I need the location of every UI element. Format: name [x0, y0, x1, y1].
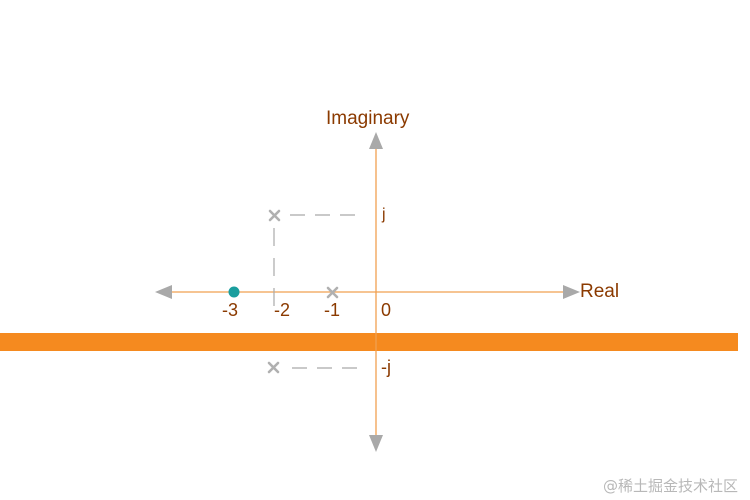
tick-label-minus-2: -2	[274, 300, 290, 320]
pole-marker-real	[326, 286, 339, 299]
tick-label-minus-3: -3	[222, 300, 238, 320]
tick-label-minus-j: -j	[381, 357, 391, 377]
imaginary-axis-title: Imaginary	[326, 108, 410, 129]
zero-marker	[228, 286, 240, 298]
real-axis-right-arrow	[563, 285, 580, 299]
watermark-text: @稀土掘金技术社区	[603, 477, 738, 495]
imaginary-axis-top-arrow	[369, 132, 383, 149]
real-axis-title: Real	[580, 281, 619, 302]
imaginary-axis-bottom-arrow	[369, 435, 383, 452]
orange-band	[0, 333, 738, 351]
tick-label-minus-1: -1	[324, 300, 340, 320]
pole-marker-upper	[268, 209, 281, 222]
tick-label-zero: 0	[381, 300, 391, 320]
real-axis-left-arrow	[155, 285, 172, 299]
tick-label-j: j	[381, 206, 386, 223]
pole-marker-lower	[267, 361, 280, 374]
